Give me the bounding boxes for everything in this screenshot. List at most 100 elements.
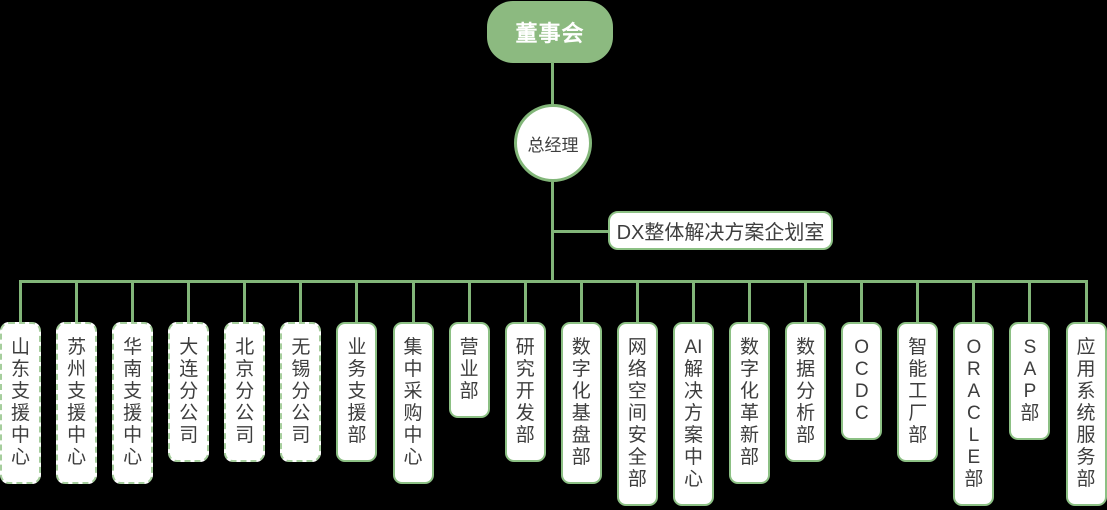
org-dept-label-line: 业 — [347, 337, 367, 358]
connector-drop-department — [299, 281, 303, 323]
org-dept-label-line: 支 — [67, 381, 87, 402]
connector-drop-department — [1028, 281, 1032, 323]
org-dept-label-line: 司 — [291, 425, 311, 446]
org-dept-label-line: 部 — [908, 425, 928, 446]
org-dept-box: 山东支援中心 — [0, 322, 41, 484]
org-dept-label-line: 中 — [67, 425, 87, 446]
org-dept-box: 大连分公司 — [168, 322, 210, 462]
org-dept-label-line: 服 — [1076, 425, 1096, 446]
org-dept-label-line: 数 — [740, 337, 760, 358]
org-dept-box: 数据分析部 — [785, 322, 827, 462]
org-dept-label-line: 司 — [235, 425, 255, 446]
org-dept-label-line: 新 — [740, 425, 760, 446]
org-dept-label-line: 方 — [683, 403, 703, 424]
org-dept-label-line: 苏 — [67, 337, 87, 358]
org-dept-label-line: 解 — [683, 359, 703, 380]
org-dept-label-line: 化 — [740, 381, 760, 402]
connector-drop-department — [860, 281, 864, 323]
org-dept-label-line: 部 — [1076, 469, 1096, 490]
connector-drop-department — [411, 281, 415, 323]
connector-drop-department — [635, 281, 639, 323]
org-dept-label-line: 基 — [571, 403, 591, 424]
connector-drop-department — [187, 281, 191, 323]
connector-drop-department — [1084, 281, 1088, 323]
org-dept-label-line: 中 — [403, 359, 423, 380]
org-dept-label-line: O — [966, 337, 982, 358]
org-dept-label-line: A — [1023, 359, 1037, 380]
org-dept-label-line: 用 — [1076, 359, 1096, 380]
org-dept-label-line: D — [854, 381, 869, 402]
org-dept-label-line: P — [1023, 381, 1037, 402]
org-dept-label-line: 集 — [403, 337, 423, 358]
org-dept-label-line: 开 — [515, 381, 535, 402]
org-dept-label-line: C — [966, 403, 981, 424]
org-dept-box: 数字化革新部 — [729, 322, 771, 484]
connector-drop-department — [972, 281, 976, 323]
org-dept-label-line: S — [1023, 337, 1037, 358]
org-dept-label-line: 字 — [740, 359, 760, 380]
org-dept-label-line: 无 — [291, 337, 311, 358]
org-dept-box: 智能工厂部 — [897, 322, 939, 462]
connector-drop-department — [579, 281, 583, 323]
org-dept-label-line: 大 — [179, 337, 199, 358]
org-dept-label-line: 空 — [627, 381, 647, 402]
org-dept-label-line: 究 — [515, 359, 535, 380]
org-dept-label-line: 字 — [571, 359, 591, 380]
org-dept-label-line: 厂 — [908, 403, 928, 424]
org-dept-label-line: 应 — [1076, 337, 1096, 358]
org-dept-label-line: 心 — [683, 469, 703, 490]
org-dept-label-line: 援 — [347, 403, 367, 424]
org-dept-label-line: 分 — [179, 381, 199, 402]
connector-departments-bar — [19, 280, 1088, 283]
org-dept-label-line: 安 — [627, 425, 647, 446]
connector-drop-department — [355, 281, 359, 323]
connector-drop-department — [131, 281, 135, 323]
org-dept-label-line: 采 — [403, 381, 423, 402]
org-dept-label-line: 网 — [627, 337, 647, 358]
org-dept-label-line: 锡 — [291, 359, 311, 380]
org-dept-label-line: 中 — [123, 425, 143, 446]
org-dept-label-line: 间 — [627, 403, 647, 424]
org-dept-label-line: 系 — [1076, 381, 1096, 402]
org-dept-box: 业务支援部 — [336, 322, 378, 462]
org-dept-label-line: 支 — [123, 381, 143, 402]
org-dept-label-line: 革 — [740, 403, 760, 424]
org-dept-label-line: 务 — [1076, 447, 1096, 468]
org-dept-label-line: A — [967, 381, 981, 402]
org-dept-label-line: 部 — [1020, 403, 1040, 424]
connector-drop-department — [804, 281, 808, 323]
org-dept-label-line: 心 — [10, 447, 30, 468]
org-dept-box: 苏州支援中心 — [56, 322, 98, 484]
org-dept-label-line: 部 — [571, 447, 591, 468]
org-dept-box: 北京分公司 — [224, 322, 266, 462]
connector-drop-department — [691, 281, 695, 323]
org-dept-label-line: 州 — [67, 359, 87, 380]
org-dept-label-line: 中 — [10, 425, 30, 446]
org-dept-label-line: 心 — [67, 447, 87, 468]
org-dept-label-line: 京 — [235, 359, 255, 380]
org-dept-label-line: C — [854, 403, 869, 424]
connector-drop-department — [748, 281, 752, 323]
org-dept-label-line: 南 — [123, 359, 143, 380]
org-dept-box: 研究开发部 — [504, 322, 546, 462]
org-dept-label-line: 分 — [796, 381, 816, 402]
org-dept-box: 应用系统服务部 — [1065, 322, 1107, 506]
org-dept-label-line: 心 — [403, 447, 423, 468]
org-dept-label-line: 全 — [627, 447, 647, 468]
connector-drop-department — [467, 281, 471, 323]
org-dept-label-line: 支 — [347, 381, 367, 402]
org-dept-label-line: 营 — [459, 337, 479, 358]
org-dept-label-line: 公 — [291, 403, 311, 424]
org-dept-label-line: 发 — [515, 403, 535, 424]
org-dept-label-line: L — [968, 425, 980, 446]
org-dept-label-line: 援 — [10, 403, 30, 424]
org-node-general-manager-label: 总经理 — [527, 135, 579, 155]
org-dept-label-line: 北 — [235, 337, 255, 358]
org-dept-label-line: O — [854, 337, 870, 358]
connector-drop-department — [19, 281, 22, 323]
org-dept-label-line: 案 — [683, 425, 703, 446]
org-dept-box: 华南支援中心 — [112, 322, 154, 484]
